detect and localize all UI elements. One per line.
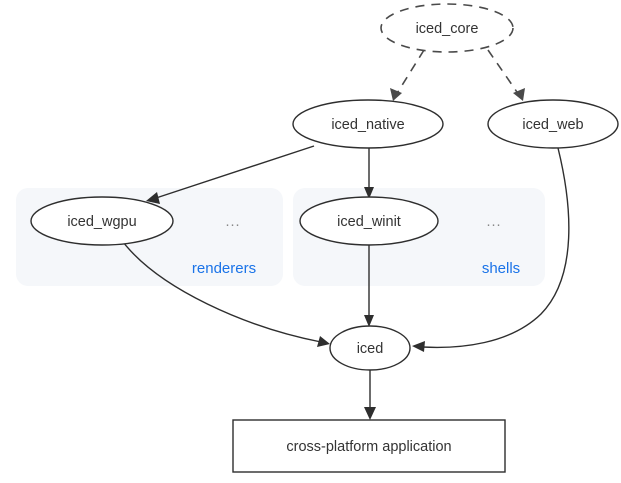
node-iced-ellipse[interactable]: [329, 325, 411, 371]
node-iced-web[interactable]: iced_web: [487, 99, 619, 149]
edge-core-to-web-arrowhead: [513, 88, 525, 101]
node-iced-web-ellipse[interactable]: [487, 99, 619, 149]
node-iced-wgpu-label: iced_wgpu: [67, 214, 136, 230]
edge-native-to-wgpu: [146, 145, 315, 204]
edge-iced-to-app-arrowhead: [364, 407, 376, 420]
edge-core-to-native-arrowhead: [390, 88, 402, 101]
edge-iced-to-app: [364, 370, 376, 420]
node-iced-label: iced: [357, 341, 384, 357]
edge-core-to-web-line: [487, 49, 520, 96]
edge-web-to-iced: [412, 147, 570, 352]
edge-web-to-iced-line: [421, 147, 570, 349]
edge-native-to-wgpu-line: [152, 145, 315, 200]
node-iced[interactable]: iced: [329, 325, 411, 371]
edge-core-to-native: [390, 49, 425, 101]
edge-native-to-winit-arrowhead: [364, 187, 374, 199]
node-iced-native-ellipse[interactable]: [292, 99, 444, 149]
edge-wgpu-to-iced-arrowhead: [317, 336, 330, 347]
edge-wgpu-to-iced: [122, 241, 330, 347]
node-iced-core-label: iced_core: [416, 21, 479, 37]
edge-native-to-winit: [364, 148, 374, 199]
cluster-shells-label: shells: [482, 260, 520, 277]
renderers-more-ellipsis: ...: [225, 214, 240, 230]
edge-wgpu-to-iced-line: [122, 241, 322, 343]
node-cross-platform-application-rect[interactable]: [232, 419, 506, 473]
edge-winit-to-iced-arrowhead: [364, 315, 374, 327]
shells-more-ellipsis: ...: [486, 214, 501, 230]
node-iced-winit[interactable]: iced_winit: [299, 196, 439, 246]
edge-web-to-iced-arrowhead: [412, 341, 425, 352]
node-cross-platform-application-label: cross-platform application: [286, 439, 451, 455]
edge-native-to-wgpu-arrowhead: [146, 192, 160, 204]
node-iced-core[interactable]: iced_core: [380, 3, 514, 53]
cluster-renderers-label: renderers: [192, 260, 256, 277]
edge-core-to-native-line: [395, 49, 425, 96]
node-iced-core-ellipse[interactable]: [380, 3, 514, 53]
node-iced-winit-ellipse[interactable]: [299, 196, 439, 246]
node-iced-winit-label: iced_winit: [337, 214, 401, 230]
node-iced-wgpu-ellipse[interactable]: [30, 196, 174, 246]
edge-core-to-web: [487, 49, 525, 101]
node-iced-web-label: iced_web: [522, 117, 583, 133]
node-cross-platform-application[interactable]: cross-platform application: [232, 419, 506, 473]
node-iced-native[interactable]: iced_native: [292, 99, 444, 149]
node-iced-native-label: iced_native: [331, 117, 404, 133]
node-iced-wgpu[interactable]: iced_wgpu: [30, 196, 174, 246]
edge-winit-to-iced: [364, 245, 374, 327]
